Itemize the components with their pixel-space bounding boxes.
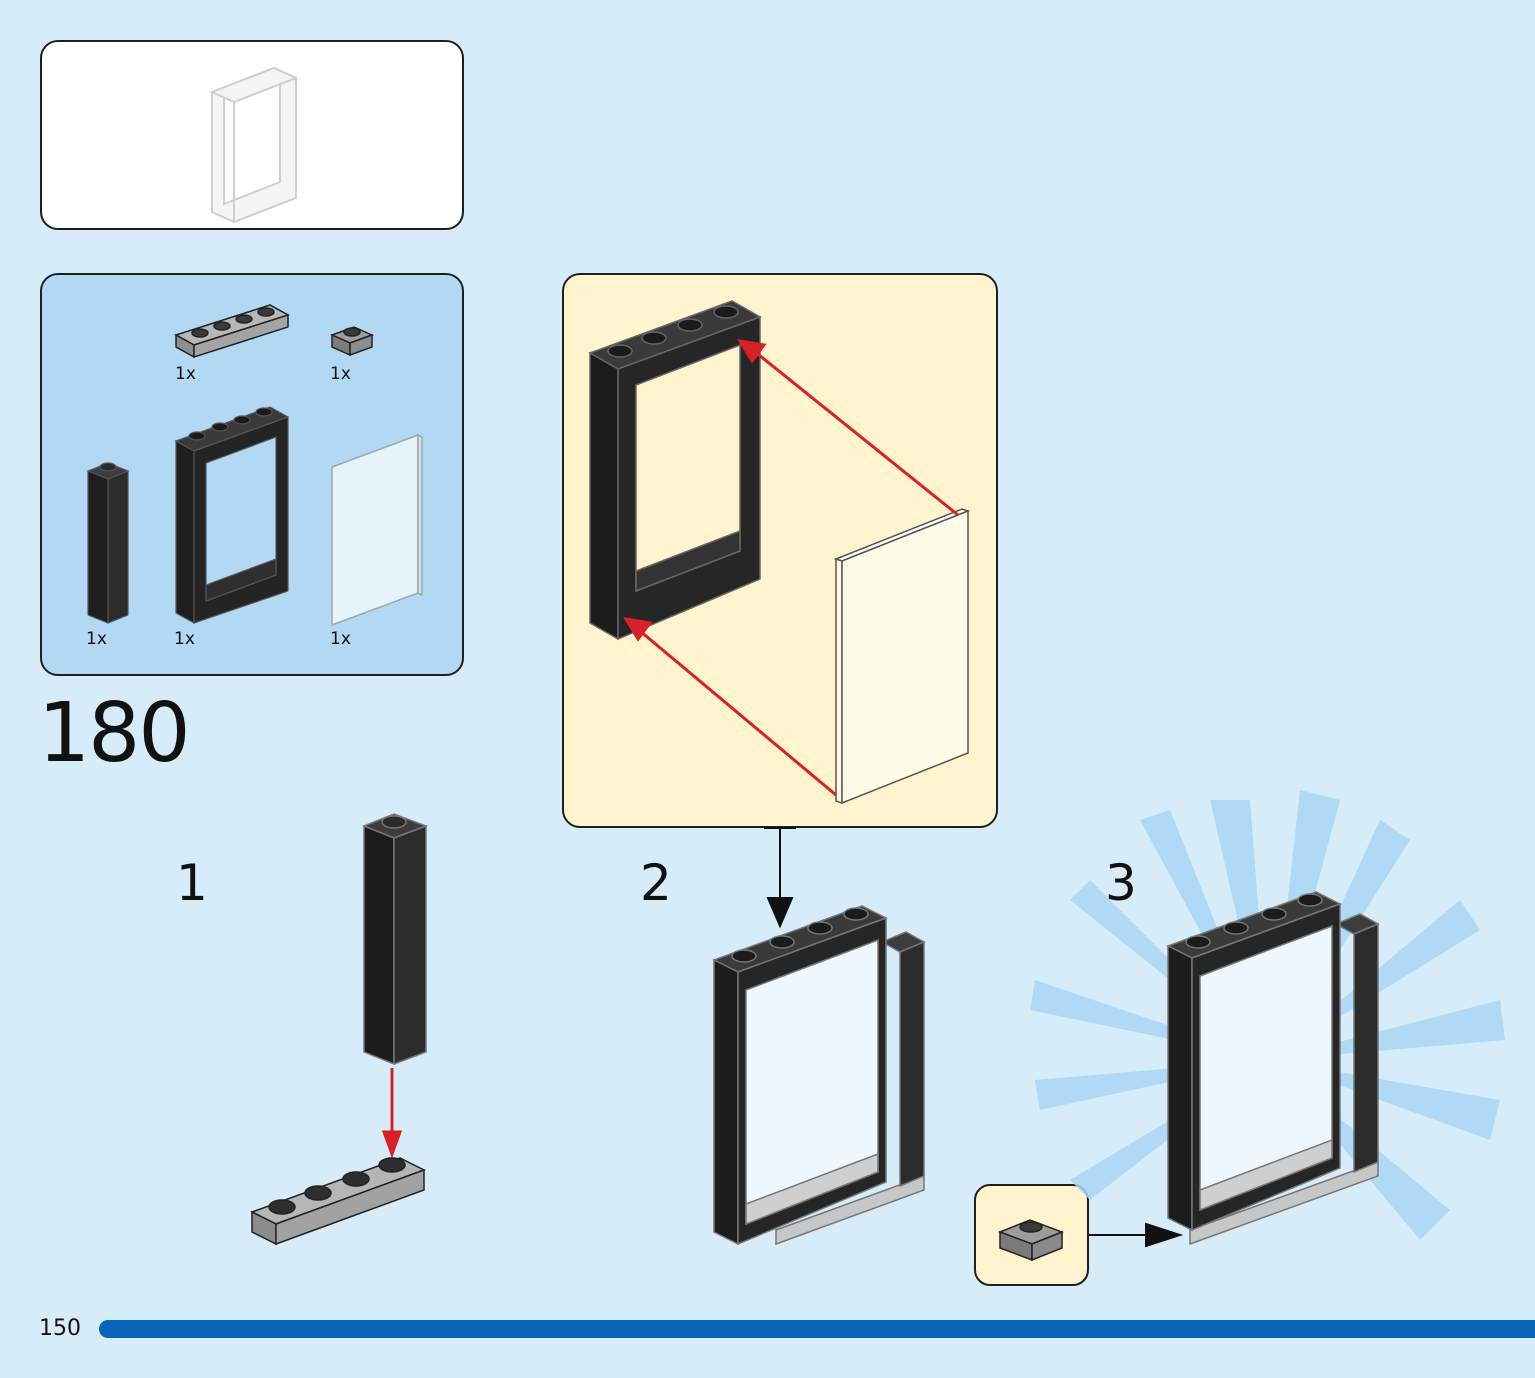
step3-assembly-icon	[1166, 891, 1380, 1246]
part-qty: 1x	[330, 364, 351, 384]
part-qty: 1x	[330, 629, 351, 649]
step2-arrow	[764, 827, 796, 929]
sub-step-3-number: 3	[1105, 854, 1137, 912]
extra-part-callout	[974, 1184, 1089, 1286]
brick-1x1x5-black-icon	[86, 462, 130, 624]
part-qty: 1x	[86, 629, 107, 649]
glass-panel-icon	[331, 433, 423, 627]
step1-plate-icon	[250, 1157, 426, 1246]
parts-list-panel: 1x 1x 1x 1x 1x	[40, 273, 464, 676]
step2-assembly-icon	[712, 905, 926, 1246]
step1-brick-icon	[361, 813, 429, 1066]
sub-step-1-number: 1	[176, 854, 208, 912]
progress-bar	[99, 1320, 1535, 1338]
subassembly-illustration	[588, 300, 971, 805]
plate-1x1-icon	[997, 1219, 1065, 1262]
door-frame-icon	[588, 300, 762, 641]
step1-arrow	[381, 1068, 403, 1159]
step3-arrow	[1089, 1222, 1184, 1248]
step-number: 180	[38, 686, 191, 781]
subassembly-callout-panel	[562, 273, 998, 828]
part-qty: 1x	[175, 364, 196, 384]
sub-step-2-number: 2	[640, 854, 672, 912]
assembly-preview-panel	[40, 40, 464, 230]
parts-illustrations	[86, 304, 423, 627]
glass-panel-icon	[833, 508, 971, 805]
plate-1x4-light-gray-icon	[174, 304, 290, 359]
page-number: 150	[39, 1316, 81, 1341]
insert-arrows	[623, 338, 959, 797]
part-qty: 1x	[174, 629, 195, 649]
plate-1x1-dark-gray-icon	[329, 326, 375, 357]
ghost-door-frame-icon	[209, 66, 299, 224]
door-frame-1x4x6-black-icon	[174, 406, 290, 625]
